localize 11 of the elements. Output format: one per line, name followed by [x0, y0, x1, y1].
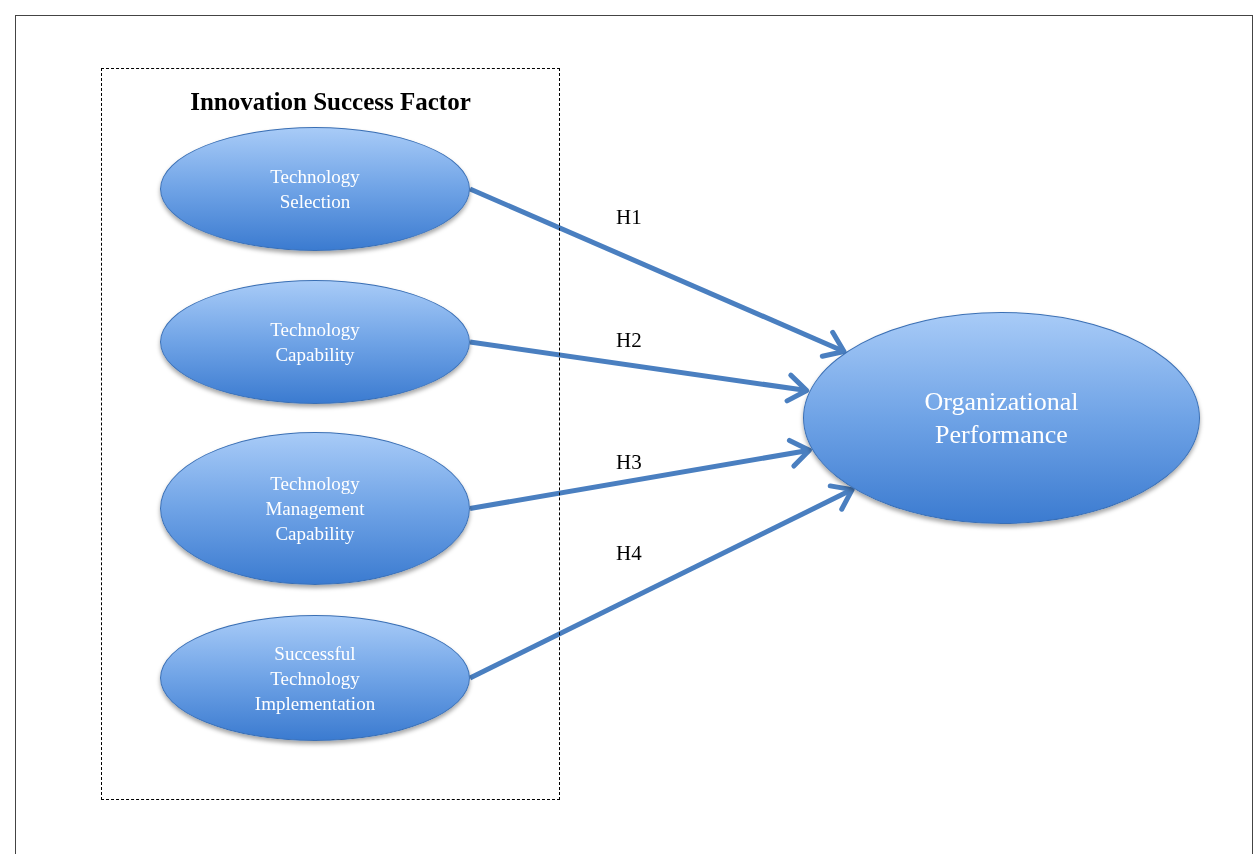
arrow [469, 186, 847, 359]
construct-label: Technology Capability [269, 318, 361, 367]
arrow [468, 483, 855, 681]
group-title: Innovation Success Factor [189, 87, 472, 117]
dashed-group-box [101, 68, 560, 800]
arrow [469, 437, 812, 511]
construct-label: Technology Management Capability [264, 472, 366, 546]
construct-label: Organizational Performance [923, 386, 1080, 451]
arrow [469, 339, 810, 404]
construct-label: Successful Technology Implementation [253, 641, 377, 716]
construct-label: Technology Selection [269, 165, 361, 214]
